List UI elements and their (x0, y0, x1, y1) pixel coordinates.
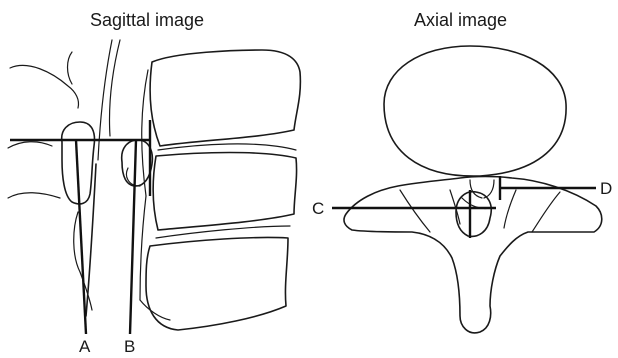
neural-foramen-sagittal (122, 140, 153, 186)
facet-joint-axial (456, 192, 491, 237)
vertebral-body-axial (384, 46, 566, 176)
sagittal-title: Sagittal image (90, 10, 204, 30)
measurement-lines-sagittal (10, 120, 150, 334)
axial-title: Axial image (414, 10, 507, 30)
posterior-elements-outline (8, 40, 120, 316)
neural-arch-axial (344, 177, 602, 333)
line-b (130, 140, 136, 334)
axial-panel: Axial image C D (312, 10, 612, 333)
label-a: A (79, 337, 91, 356)
line-a (76, 140, 86, 334)
measurement-lines-axial (332, 176, 596, 238)
vertebral-bodies-sagittal (140, 50, 300, 330)
label-c: C (312, 199, 324, 218)
label-b: B (124, 337, 135, 356)
sagittal-panel: Sagittal image (8, 10, 300, 356)
label-d: D (600, 179, 612, 198)
